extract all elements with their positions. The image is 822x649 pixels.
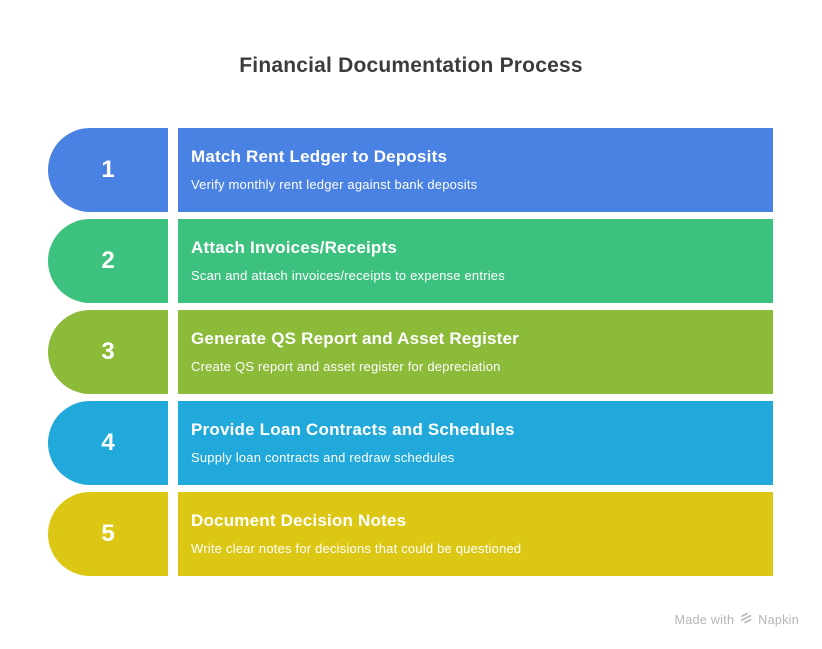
step-title: Provide Loan Contracts and Schedules <box>191 419 515 439</box>
step-row-3: 3 Generate QS Report and Asset Register … <box>48 310 773 394</box>
process-steps-list: 1 Match Rent Ledger to Deposits Verify m… <box>48 128 773 583</box>
step-number-badge: 3 <box>48 310 168 394</box>
napkin-logo-icon <box>739 611 753 628</box>
step-number: 4 <box>101 429 115 456</box>
step-content-bar: Provide Loan Contracts and Schedules Sup… <box>178 401 773 485</box>
step-description: Verify monthly rent ledger against bank … <box>191 177 478 193</box>
step-number-badge: 4 <box>48 401 168 485</box>
step-number: 2 <box>101 247 115 274</box>
step-content-bar: Document Decision Notes Write clear note… <box>178 492 773 576</box>
step-number: 5 <box>101 520 115 547</box>
step-row-5: 5 Document Decision Notes Write clear no… <box>48 492 773 576</box>
page-title: Financial Documentation Process <box>239 54 583 77</box>
step-title: Document Decision Notes <box>191 510 407 530</box>
step-number: 3 <box>101 338 115 365</box>
step-title: Generate QS Report and Asset Register <box>191 328 519 348</box>
made-with-label: Made with <box>674 612 735 627</box>
step-number-badge: 2 <box>48 219 168 303</box>
step-title: Match Rent Ledger to Deposits <box>191 146 448 166</box>
step-number: 1 <box>101 156 115 183</box>
step-number-badge: 1 <box>48 128 168 212</box>
made-with-napkin-watermark: Made with Napkin <box>675 611 799 628</box>
step-row-2: 2 Attach Invoices/Receipts Scan and atta… <box>48 219 773 303</box>
step-row-4: 4 Provide Loan Contracts and Schedules S… <box>48 401 773 485</box>
step-content-bar: Match Rent Ledger to Deposits Verify mon… <box>178 128 773 212</box>
step-description: Create QS report and asset register for … <box>191 359 501 375</box>
step-number-badge: 5 <box>48 492 168 576</box>
step-description: Write clear notes for decisions that cou… <box>191 541 522 557</box>
step-description: Scan and attach invoices/receipts to exp… <box>191 268 505 284</box>
step-content-bar: Attach Invoices/Receipts Scan and attach… <box>178 219 773 303</box>
step-title: Attach Invoices/Receipts <box>191 237 398 257</box>
step-content-bar: Generate QS Report and Asset Register Cr… <box>178 310 773 394</box>
napkin-brand-label: Napkin <box>758 612 799 627</box>
step-row-1: 1 Match Rent Ledger to Deposits Verify m… <box>48 128 773 212</box>
step-description: Supply loan contracts and redraw schedul… <box>191 450 455 466</box>
